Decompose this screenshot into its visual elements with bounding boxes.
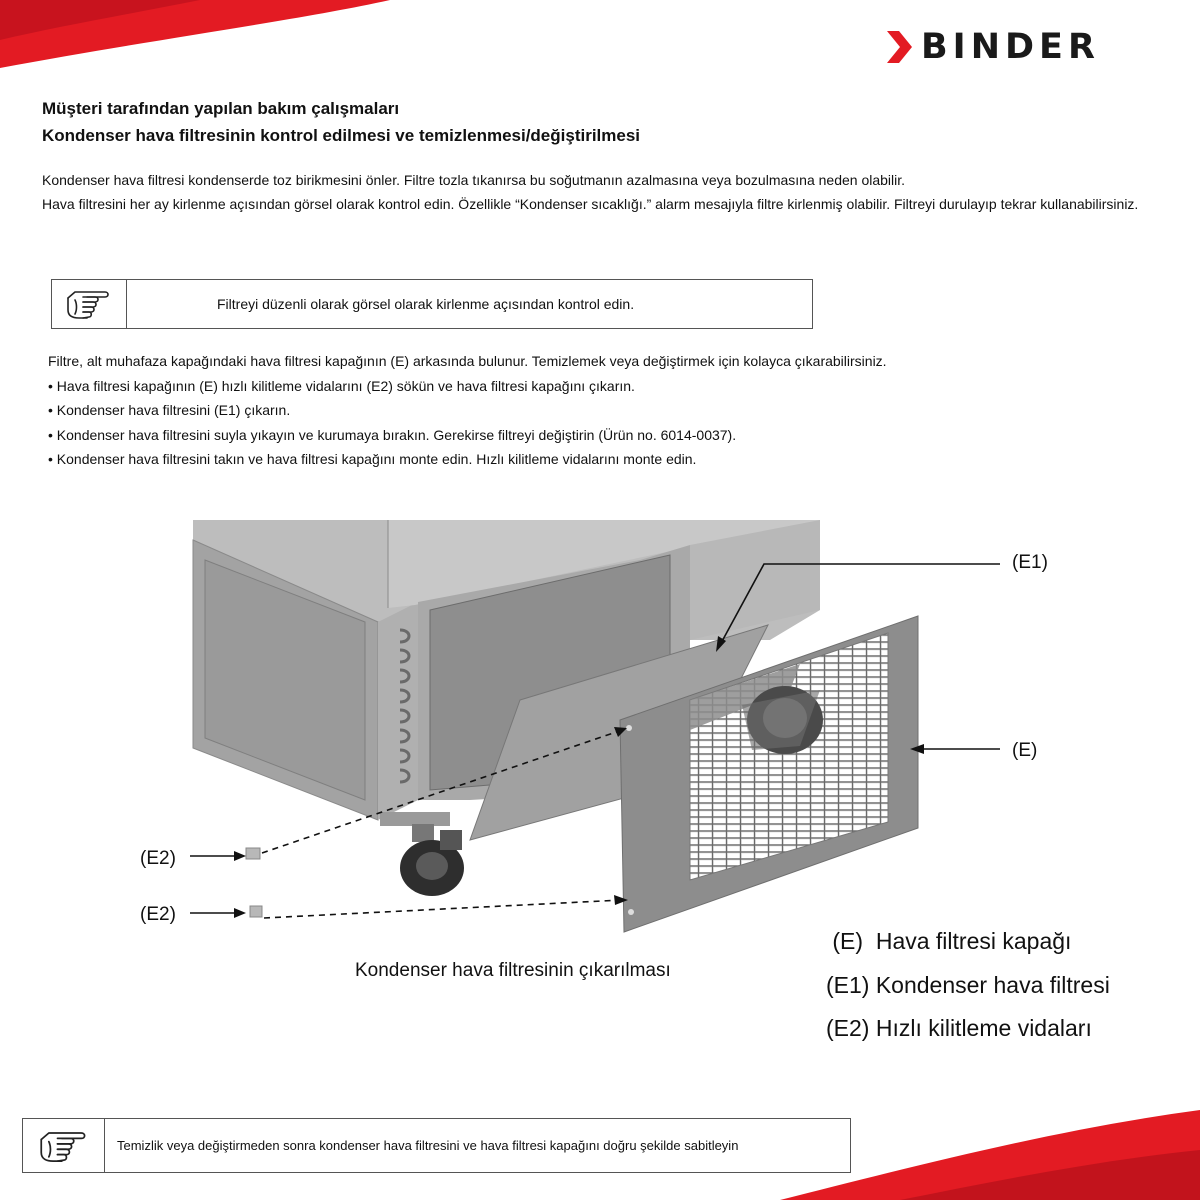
procedure-step-1: • Hava filtresi kapağının (E) hızlı kili… [48,377,635,394]
note-icon-cell [23,1119,105,1172]
procedure-step-3: • Kondenser hava filtresini suyla yıkayı… [48,426,737,443]
note-text: Temizlik veya değiştirmeden sonra konden… [117,1138,739,1153]
logo-arrow-icon [887,31,912,63]
intro-line-2: Hava filtresini her ay kirlenme açısında… [42,196,1139,212]
pointing-hand-icon [67,291,109,319]
note-box-check: Filtreyi düzenli olarak görsel olarak ki… [51,279,813,329]
procedure-list: Filtre, alt muhafaza kapağındaki hava fi… [48,349,887,472]
intro-paragraph: Kondenser hava filtresi kondenserde toz … [42,168,1162,216]
pointing-hand-icon [39,1131,85,1162]
intro-line-1: Kondenser hava filtresi kondenserde toz … [42,172,906,188]
procedure-step-4: • Kondenser hava filtresini takın ve hav… [48,451,697,467]
legend-item-e1: (E1) Kondenser hava filtresi [826,972,1110,998]
figure-caption: Kondenser hava filtresinin çıkarılması [355,960,671,981]
top-red-swoosh [0,0,390,68]
callout-e2-bottom: (E2) [140,904,176,925]
quick-lock-screws [245,847,263,918]
legend-item-e: (E) Hava filtresi kapağı [826,928,1072,954]
legend-item-e2: (E2) Hızlı kilitleme vidaları [826,1015,1092,1041]
callout-e1: (E1) [1012,552,1048,573]
callout-e2-top: (E2) [140,848,176,869]
procedure-step-2: • Kondenser hava filtresini (E1) çıkarın… [48,402,291,418]
filter-cover-panel [619,615,919,933]
logo-wordmark: BINDER [921,27,1100,67]
page-subtitle: Kondenser hava filtresinin kontrol edilm… [42,126,641,145]
page-title: Müşteri tarafından yapılan bakım çalışma… [42,99,400,118]
note-icon-cell [52,280,127,328]
procedure-lead: Filtre, alt muhafaza kapağındaki hava fi… [48,353,887,369]
cabinet-body [192,520,820,896]
callout-e: (E) [1012,740,1038,761]
note-text: Filtreyi düzenli olarak görsel olarak ki… [217,296,635,312]
binder-logo: BINDER [885,27,1100,67]
assembly-guide-lines [261,729,623,919]
note-box-secure: Temizlik veya değiştirmeden sonra konden… [22,1118,851,1173]
callout-leader-lines [190,563,1000,914]
